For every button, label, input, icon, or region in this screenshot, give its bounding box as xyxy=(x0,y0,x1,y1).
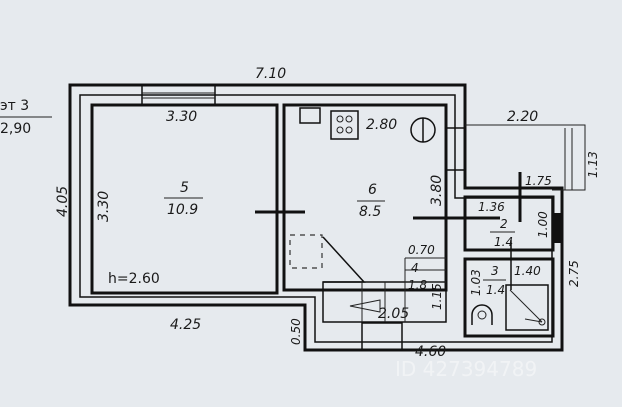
dim-room6-height: 3.80 xyxy=(429,175,445,206)
floor-height: 2,90 xyxy=(0,121,31,137)
room-number: 2 xyxy=(500,217,508,231)
room-area: 8.5 xyxy=(359,204,381,220)
dim-porch-width: 2.20 xyxy=(507,109,538,125)
toilet-icon xyxy=(471,304,493,325)
dim-room5-height: 3.30 xyxy=(96,191,112,222)
room-area: 1.4 xyxy=(486,283,505,297)
dim-room4-height: 1.15 xyxy=(430,283,444,310)
room-number: 6 xyxy=(368,182,377,198)
porch xyxy=(465,124,586,191)
dim-porch-depth: 1.13 xyxy=(586,151,600,178)
room-4: 4 1.8 xyxy=(408,261,427,292)
dim-room2-width: 1.36 xyxy=(478,200,505,214)
dim-total-width: 7.10 xyxy=(255,66,286,82)
stove-icon xyxy=(330,110,359,140)
dim-room6-width: 2.80 xyxy=(366,117,397,133)
room-number: 5 xyxy=(180,180,189,196)
room-number: 3 xyxy=(491,264,499,278)
room-3: 3 1.4 xyxy=(483,264,506,297)
bathroom-fixtures xyxy=(471,284,549,331)
watermark: ID 427394789 xyxy=(395,357,537,381)
dim-step-offset: 0.50 xyxy=(289,318,303,345)
room-5: 5 10.9 xyxy=(164,180,203,218)
doors xyxy=(255,172,522,290)
dim-annex-height: 2.75 xyxy=(567,260,581,287)
dim-bottom-right: 4.60 xyxy=(415,344,446,360)
room-6: 6 8.5 xyxy=(357,182,385,220)
ceiling-height: h=2.60 xyxy=(108,271,160,287)
window-annex xyxy=(552,213,561,243)
room-number: 4 xyxy=(411,261,419,275)
room-area: 1.8 xyxy=(408,278,427,292)
dim-room2-height: 1.00 xyxy=(536,211,550,238)
kitchen-fixtures xyxy=(299,107,436,143)
dim-annex-top: 1.75 xyxy=(525,174,552,188)
dim-room3-width: 1.40 xyxy=(514,264,541,278)
staircase xyxy=(289,234,447,323)
windows xyxy=(141,84,561,351)
dim-room3-height: 1.03 xyxy=(469,269,483,296)
dim-room5-width: 3.30 xyxy=(166,109,197,125)
sink-icon xyxy=(299,107,321,124)
room-area: 10.9 xyxy=(167,202,198,218)
dim-stair-length: 2.05 xyxy=(378,306,409,322)
shower-icon xyxy=(505,284,549,331)
room-area: 1.4 xyxy=(494,235,513,249)
floor-label: эт 3 xyxy=(0,98,29,114)
dim-bottom-left: 4.25 xyxy=(170,317,201,333)
dim-left-height: 4.05 xyxy=(55,186,71,217)
room-2: 2 1.4 xyxy=(490,217,515,249)
dim-room4-width: 0.70 xyxy=(408,243,435,257)
